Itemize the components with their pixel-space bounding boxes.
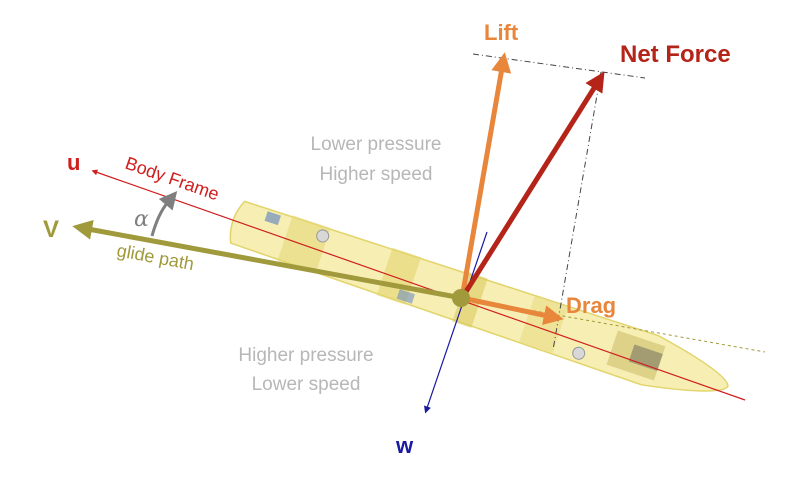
drag-label: Drag xyxy=(566,293,616,318)
alpha-arc xyxy=(150,190,178,237)
upper-pressure-line2: Higher speed xyxy=(319,164,432,185)
drag-projection-line xyxy=(552,71,602,351)
velocity-vector xyxy=(72,219,463,301)
lower-pressure-line1: Higher pressure xyxy=(238,345,373,366)
lift-vector xyxy=(459,52,512,299)
body-frame-label: Body Frame xyxy=(123,153,222,204)
hull-component xyxy=(628,344,663,372)
hull-component xyxy=(396,289,415,304)
u-axis-label: u xyxy=(67,150,80,175)
hull-component xyxy=(264,211,281,226)
net-force-label: Net Force xyxy=(620,41,731,68)
lower-pressure-line2: Lower speed xyxy=(252,374,361,395)
hull-screw xyxy=(316,229,330,243)
velocity-label: V xyxy=(43,216,59,243)
net-force-vector xyxy=(459,71,605,300)
center-of-mass xyxy=(452,289,470,307)
w-axis xyxy=(424,231,488,414)
alpha-label: α xyxy=(134,207,149,232)
hull-screw xyxy=(572,346,586,360)
upper-pressure-line1: Lower pressure xyxy=(311,134,442,155)
w-axis-label: w xyxy=(395,433,414,458)
lift-label: Lift xyxy=(484,20,519,45)
hull-segment xyxy=(606,330,666,381)
hull-segment xyxy=(376,247,422,305)
u-axis xyxy=(91,169,746,401)
drag-vector xyxy=(461,295,564,325)
